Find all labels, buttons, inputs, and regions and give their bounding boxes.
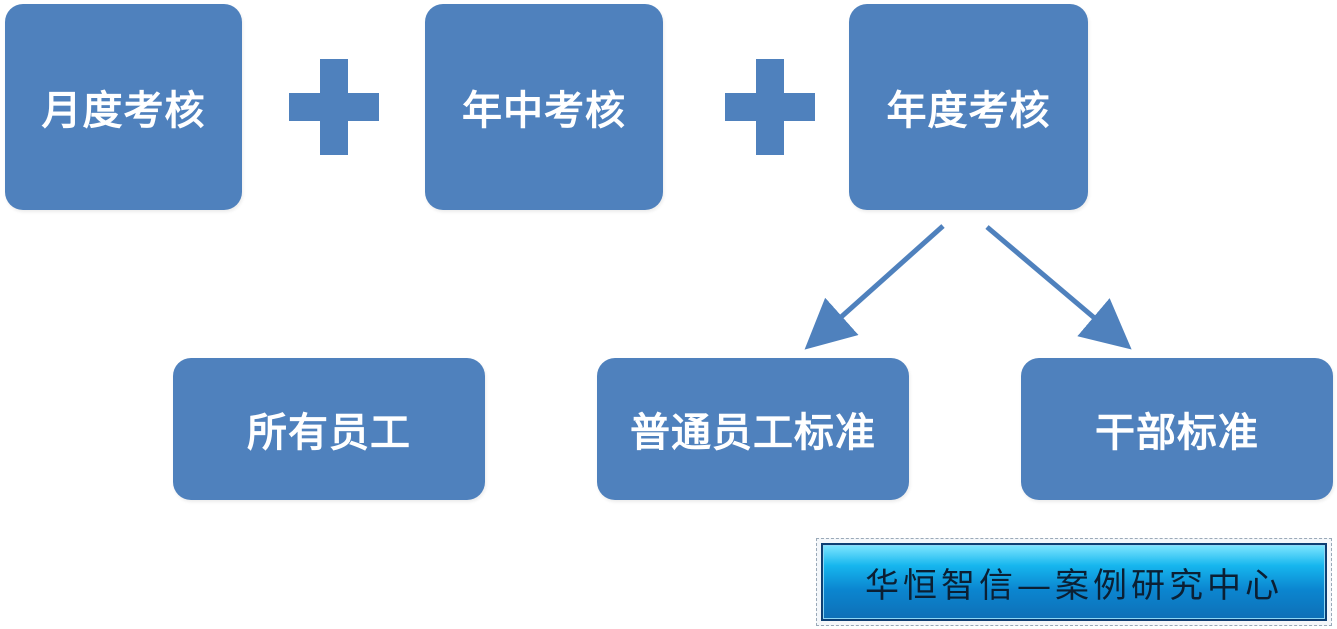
box-all-employees: 所有员工 [173,358,485,500]
plus-icon-1 [289,59,379,155]
watermark-banner: 华恒智信—案例研究中心 [816,538,1332,626]
box-regular-staff-standard-label: 普通员工标准 [630,410,876,456]
box-monthly-review-label: 月度考核 [41,88,206,134]
arrow-to-regular-staff [804,224,945,350]
box-monthly-review: 月度考核 [5,4,242,210]
box-cadre-standard-label: 干部标准 [1095,410,1259,456]
box-annual-review-label: 年度考核 [886,88,1051,134]
box-all-employees-label: 所有员工 [247,410,411,456]
plus-icon-2 [725,59,815,155]
box-annual-review: 年度考核 [849,4,1088,210]
box-regular-staff-standard: 普通员工标准 [597,358,909,500]
box-midyear-review: 年中考核 [425,4,663,210]
box-midyear-review-label: 年中考核 [462,88,626,134]
box-cadre-standard: 干部标准 [1021,358,1333,500]
watermark-banner-text: 华恒智信—案例研究中心 [865,565,1283,606]
watermark-banner-inner: 华恒智信—案例研究中心 [821,543,1327,621]
arrow-to-cadre-standard [985,225,1132,350]
